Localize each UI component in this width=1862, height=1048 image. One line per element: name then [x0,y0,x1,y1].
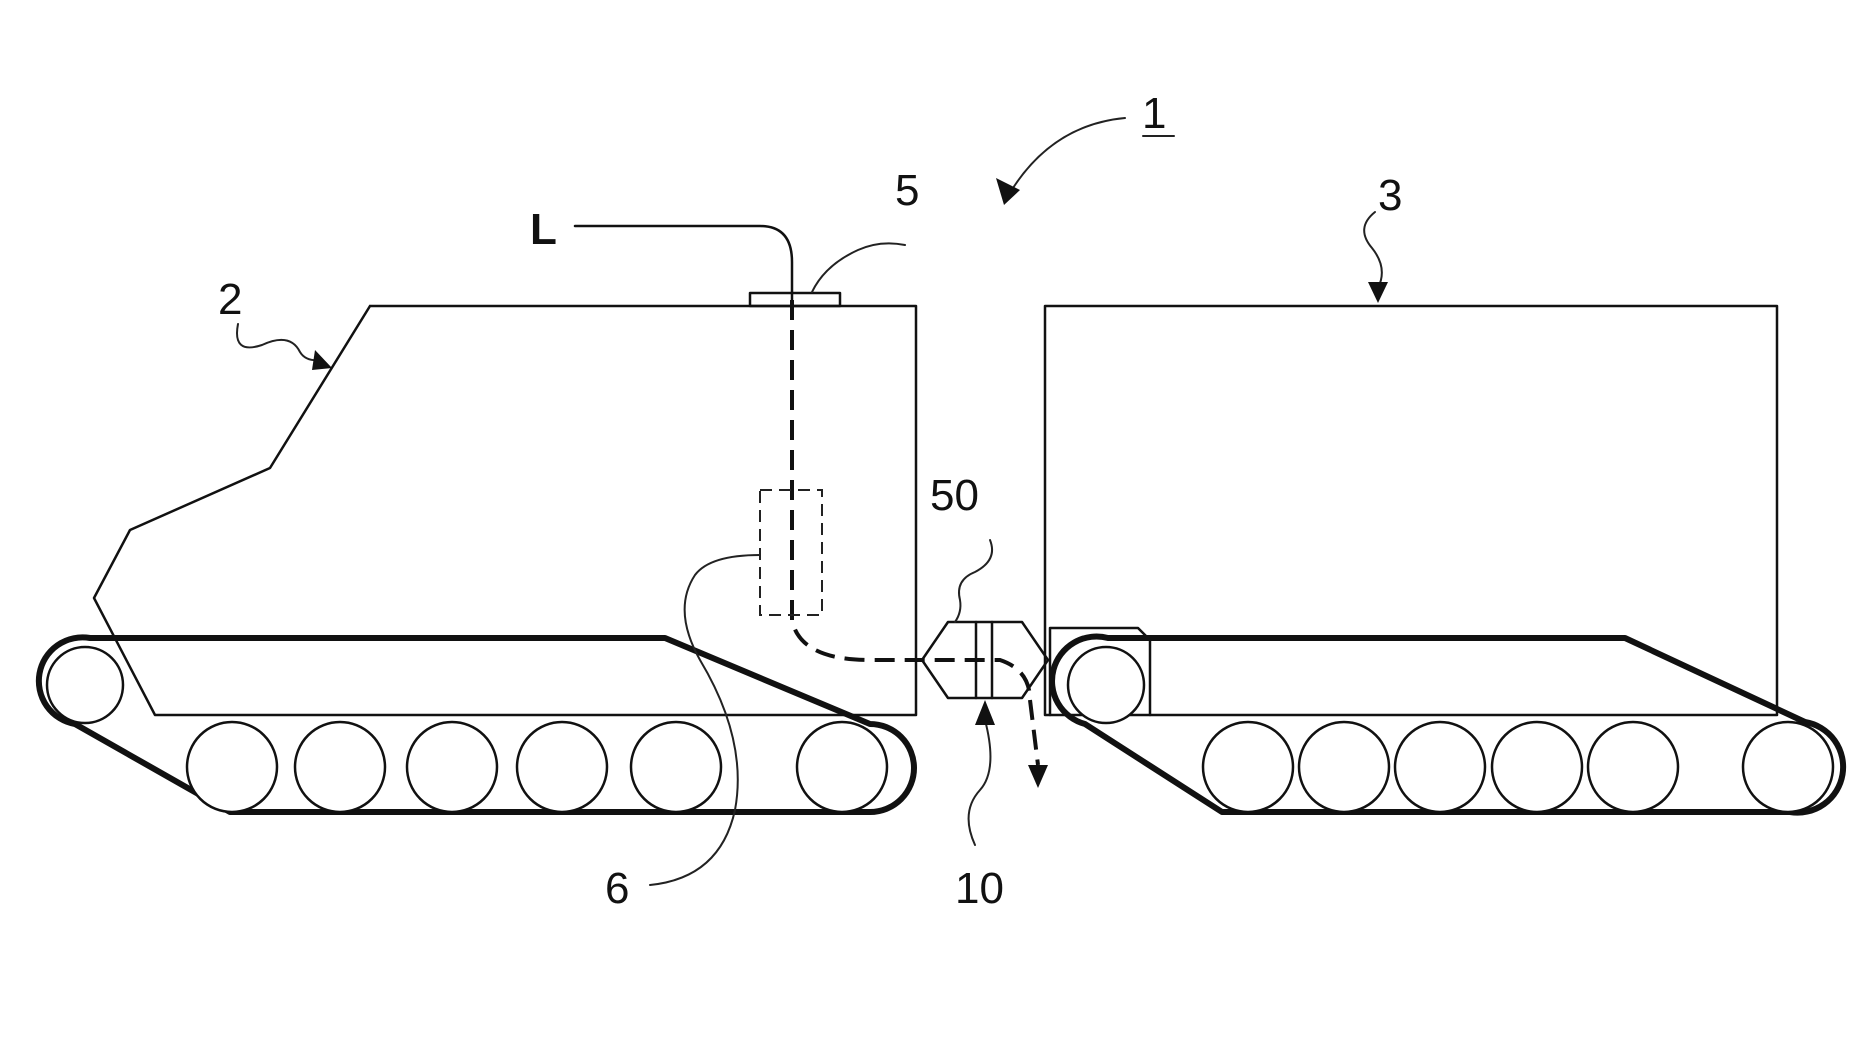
front-road-wheel-1 [185,720,279,814]
leader-1 [1007,117,1126,197]
leader-2 [236,323,323,362]
rear-road-wheel-2 [1297,720,1391,814]
leader-10 [967,719,992,846]
line-L-solid [573,224,794,302]
rear-track-idler [1066,645,1146,725]
rear-road-wheel-4 [1490,720,1584,814]
rear-road-wheel-5 [1586,720,1680,814]
front-track-idler [45,645,125,725]
line-L [573,224,1048,788]
rear-road-wheel-3 [1393,720,1487,814]
rear-track-sprocket [1741,720,1835,814]
outflow-arrowhead [1028,765,1048,788]
front-track-sprocket [795,720,889,814]
label-10: 10 [955,864,1004,913]
inlet-5 [748,291,842,308]
leader-3-arrowhead [1368,282,1388,303]
outflow-dashed [1028,699,1040,766]
rear-vehicle [1043,304,1779,717]
label-5: 5 [895,166,919,215]
label-1: 1 [1142,89,1166,138]
leader-3 [1363,211,1383,289]
leader-5 [811,242,906,293]
label-3: 3 [1378,171,1402,220]
front-road-wheel-4 [515,720,609,814]
label-2: 2 [218,275,242,324]
front-road-wheel-3 [405,720,499,814]
front-vehicle-hull [92,304,918,717]
rear-track [1048,633,1847,816]
front-track [35,634,917,815]
front-road-wheel-2 [293,720,387,814]
front-road-wheel-5 [629,720,723,814]
rear-vehicle-hull [1043,304,1779,717]
tank-6 [759,489,823,616]
leader-1-arrowhead [996,178,1020,205]
rear-road-wheel-1 [1201,720,1295,814]
leader-50 [954,539,994,623]
leader-2-arrowhead [312,350,332,370]
front-vehicle [92,291,918,717]
label-6: 6 [605,864,629,913]
label-L: L [530,205,557,254]
leader-10-arrowhead [975,700,995,725]
label-50: 50 [930,471,979,520]
front-track-belt [35,634,917,815]
line-L-dashed [790,300,1032,701]
rear-coupling-bracket [1048,626,1152,717]
leader-6 [649,554,761,886]
